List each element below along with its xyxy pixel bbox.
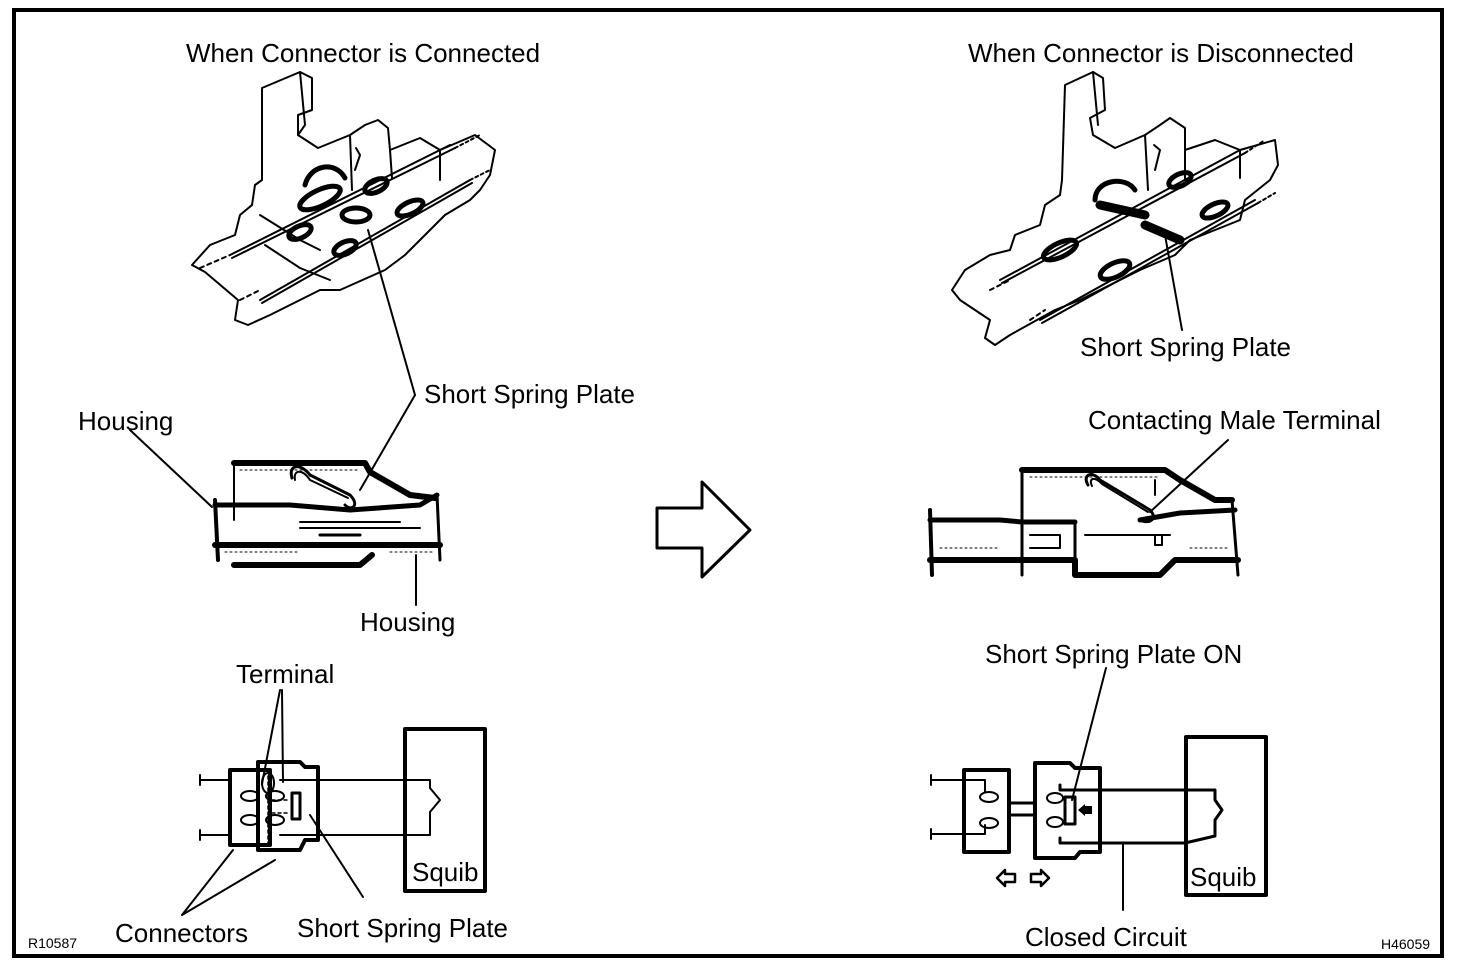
label-short-spring-plate-disconnected: Short Spring Plate <box>1080 332 1292 362</box>
connected-cross-section <box>212 460 443 568</box>
label-connectors: Connectors <box>115 918 248 948</box>
leader-line-short-spring-plate-section <box>359 394 416 491</box>
label-squib-right: Squib <box>1190 862 1257 892</box>
label-short-spring-plate-connected: Short Spring Plate <box>424 379 636 409</box>
leader-line-contacting-male-terminal <box>1149 439 1229 513</box>
connected-spring-plate-detail <box>286 164 426 258</box>
label-contacting-male-terminal: Contacting Male Terminal <box>1088 405 1381 435</box>
label-terminal: Terminal <box>236 659 335 689</box>
label-housing-bottom: Housing <box>360 607 456 637</box>
right-arrow-icon <box>655 480 752 579</box>
leader-line-short-spring-plate-top <box>367 229 416 396</box>
disconnected-title: When Connector is Disconnected <box>968 38 1354 68</box>
label-housing-left: Housing <box>78 406 174 436</box>
connected-schematic <box>199 727 487 893</box>
disconnected-cross-section <box>927 467 1241 578</box>
double-arrow-icon <box>995 868 1017 888</box>
disconnected-spring-plate-detail <box>1040 170 1231 282</box>
disconnected-schematic <box>930 735 1268 897</box>
connected-connector-illustration <box>191 71 496 326</box>
leader-line-short-spring-plate-right <box>1164 234 1183 331</box>
disconnected-connector-illustration <box>951 71 1279 346</box>
label-closed-circuit: Closed Circuit <box>1025 922 1187 952</box>
figure-code-right: H46059 <box>1381 936 1431 952</box>
label-squib-left: Squib <box>412 857 479 887</box>
connected-title: When Connector is Connected <box>186 38 541 68</box>
leader-line-short-spring-plate-on <box>1071 667 1107 801</box>
leader-lines-connectors <box>181 849 276 916</box>
leader-line-housing-left <box>129 429 213 508</box>
label-short-spring-plate-on: Short Spring Plate ON <box>985 639 1243 669</box>
leader-line-short-spring-plate-bottom <box>309 814 364 898</box>
label-short-spring-plate-schematic: Short Spring Plate <box>297 913 509 943</box>
leader-lines-terminal <box>261 689 284 785</box>
diagram-frame <box>12 8 1444 958</box>
figure-code-left: R10587 <box>28 935 78 951</box>
